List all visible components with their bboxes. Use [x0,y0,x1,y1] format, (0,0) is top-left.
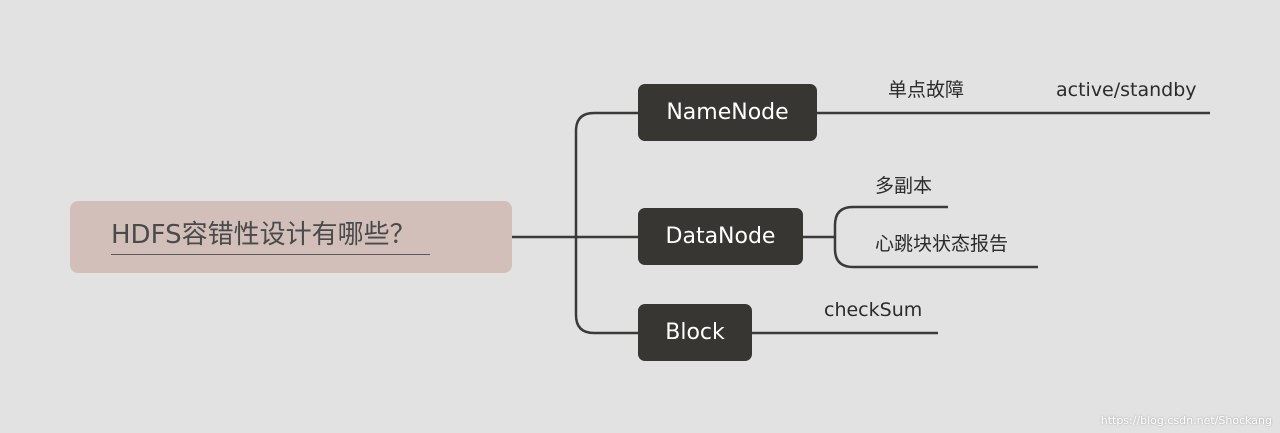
branch-trunk-line [574,111,638,335]
leaf-checksum: checkSum [824,299,923,321]
watermark-text: https://blog.csdn.net/Shockang [1100,414,1272,427]
root-node [70,201,512,273]
leaf-heartbeat-report: 心跳块状态报告 [875,233,1009,255]
leaf-multi-replica: 多副本 [875,175,933,197]
leaf-single-point-failure: 单点故障 [888,79,965,101]
root-node-label: HDFS容错性设计有哪些？ [111,216,430,255]
leaf-active-standby: active/standby [1056,79,1197,101]
namenode-node: NameNode [638,84,817,141]
datanode-fork-line [833,205,1038,269]
datanode-node: DataNode [638,208,803,265]
block-node: Block [638,304,752,361]
